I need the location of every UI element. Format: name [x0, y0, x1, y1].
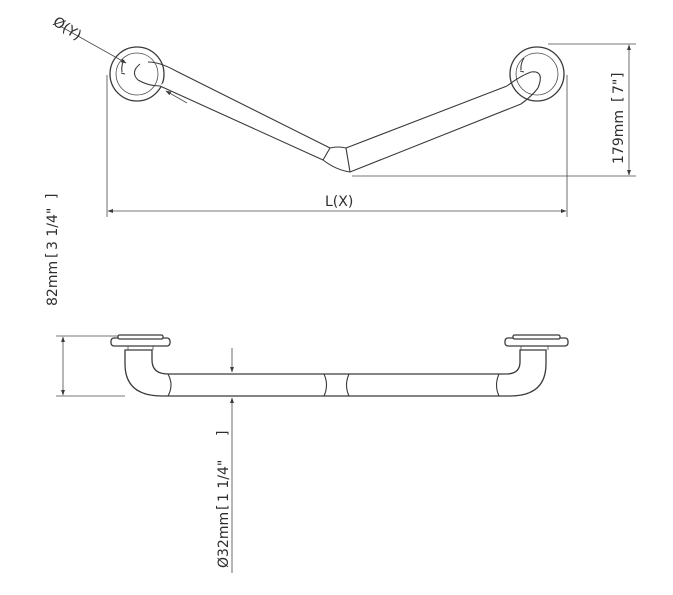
svg-text:]: ]: [215, 431, 231, 436]
tube-diameter-label: Ø32mm: [216, 512, 232, 568]
projection-dimension: [56, 335, 125, 397]
side-tube: [124, 349, 547, 397]
top-view: Ø(Y) L(X) 179mm [ 7" ]: [50, 14, 636, 217]
svg-text:]: ]: [44, 194, 60, 199]
left-flange-side: [110, 334, 171, 350]
right-flange-top: [509, 46, 565, 102]
side-view: 82mm [ 3 1/4" ] Ø32mm [ 1 1/4" ]: [44, 194, 569, 573]
length-dimension: [106, 75, 568, 217]
diameter-y-leader: [59, 25, 188, 104]
right-flange-side: [504, 334, 569, 350]
length-x-label: L(X): [325, 194, 353, 210]
projection-label: 82mm: [45, 261, 61, 306]
svg-text:[: [: [44, 253, 60, 258]
diameter-y-label: Ø(Y): [50, 14, 84, 44]
svg-text:]: ]: [610, 73, 626, 78]
height-inch-label: 7": [611, 79, 627, 94]
tube-diameter-inch-label: 1 1/4": [216, 460, 232, 502]
svg-text:[: [: [215, 505, 231, 510]
height-label: 179mm: [611, 110, 627, 164]
height-dimension: [352, 43, 636, 177]
projection-inch-label: 3 1/4": [45, 208, 61, 250]
left-flange-top: [109, 46, 165, 102]
svg-text:[: [: [610, 97, 626, 102]
angled-tube: [133, 61, 541, 173]
